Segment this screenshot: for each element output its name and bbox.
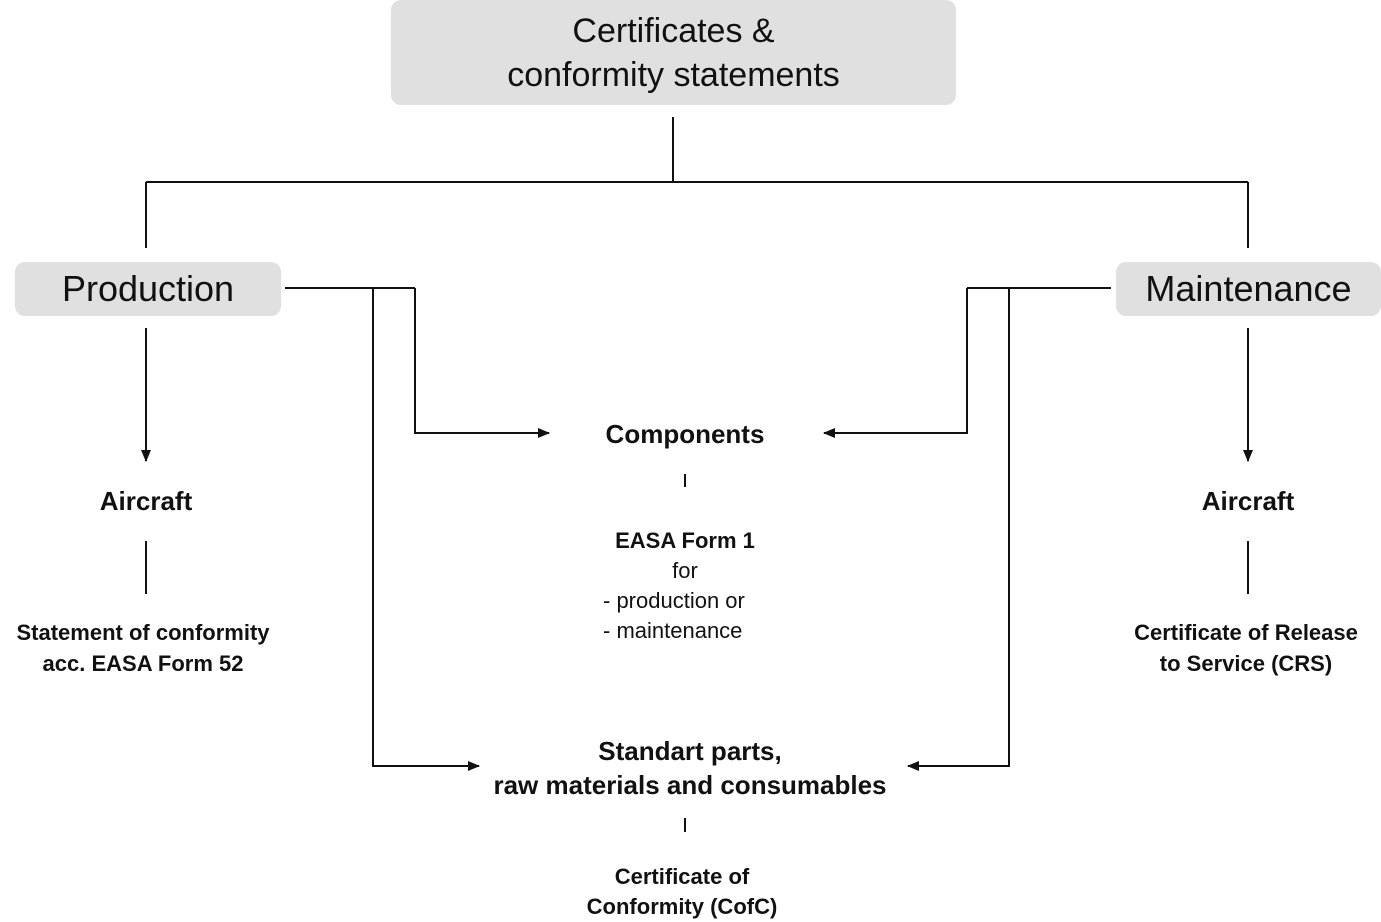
production-to-parts-arrow — [372, 288, 480, 771]
standard-parts-title: Standart parts, raw materials and consum… — [450, 734, 930, 802]
production-to-components-arrow — [414, 288, 550, 438]
production-statement-line2: acc. EASA Form 52 — [42, 651, 244, 676]
production-statement-line1: Statement of conformity — [16, 620, 270, 645]
root-title-line1: Certificates & — [572, 11, 775, 50]
components-title: Components — [605, 419, 765, 449]
components-item-maintenance: - maintenance — [603, 618, 743, 643]
maintenance-to-parts-arrow — [907, 288, 1010, 771]
maintenance-crs: Certificate of Release to Service (CRS) — [1106, 617, 1381, 679]
maintenance-box: Maintenance — [1116, 262, 1381, 316]
certificates-root-box: Certificates & conformity statements — [391, 0, 956, 105]
standard-parts-title-line1: Standart parts, — [598, 736, 782, 766]
standard-parts-cert-line1: Certificate of — [614, 864, 750, 889]
maintenance-to-components-arrow — [823, 288, 968, 438]
maintenance-aircraft-label: Aircraft — [1201, 486, 1295, 516]
production-label: Production — [61, 268, 235, 309]
standard-parts-title-line2: raw materials and consumables — [493, 770, 887, 800]
maintenance-label: Maintenance — [1145, 268, 1352, 309]
components-for: for — [672, 558, 698, 583]
production-aircraft-label: Aircraft — [99, 486, 193, 516]
production-statement: Statement of conformity acc. EASA Form 5… — [0, 617, 286, 679]
production-box: Production — [15, 262, 281, 316]
root-title-line2: conformity statements — [507, 55, 840, 94]
maintenance-crs-line1: Certificate of Release — [1134, 620, 1358, 645]
standard-parts-certificate: Certificate of Conformity (CofC) — [540, 862, 824, 922]
components-form: EASA Form 1 — [615, 528, 755, 553]
standard-parts-cert-line2: Conformity (CofC) — [586, 894, 778, 919]
components-item-production: - production or — [603, 588, 745, 613]
maintenance-crs-line2: to Service (CRS) — [1159, 651, 1333, 676]
components-certificate: EASA Form 1 for - production or - mainte… — [560, 526, 810, 646]
